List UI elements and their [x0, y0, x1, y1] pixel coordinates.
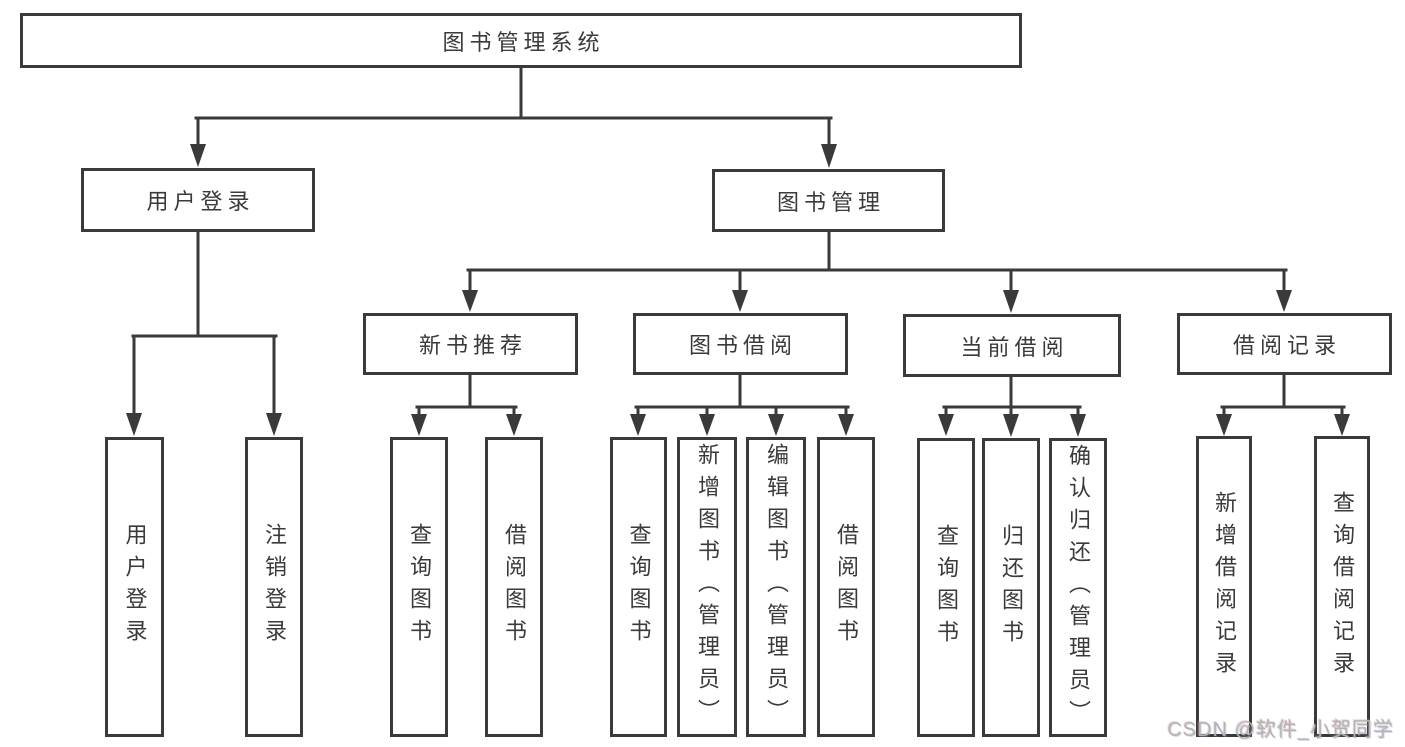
leaf-add-borrow-record: 新增借阅记录 — [1196, 436, 1252, 737]
leaf-query-books-current: 查询图书 — [917, 438, 975, 737]
leaf-borrow-books: 借阅图书 — [817, 437, 875, 737]
leaf-edit-book-admin: 编辑图书（管理员） — [746, 437, 806, 737]
node-new-book-recommend: 新书推荐 — [363, 313, 578, 375]
leaf-query-books-recommend: 查询图书 — [390, 437, 448, 737]
leaf-return-books: 归还图书 — [982, 438, 1040, 737]
node-book-borrowing: 图书借阅 — [633, 313, 848, 375]
connector-spines — [131, 66, 1346, 409]
leaf-query-borrow-record: 查询借阅记录 — [1314, 436, 1370, 737]
node-user-login: 用户登录 — [81, 168, 315, 232]
leaf-logout: 注销登录 — [245, 437, 303, 737]
node-library-management-system: 图书管理系统 — [20, 13, 1022, 68]
leaf-query-books-borrowing: 查询图书 — [610, 437, 667, 737]
leaf-add-book-admin: 新增图书（管理员） — [677, 437, 737, 737]
leaf-confirm-return-admin: 确认归还（管理员） — [1049, 438, 1107, 737]
arrowheads — [126, 144, 1350, 437]
arrow-shafts — [132, 116, 1344, 417]
leaf-borrow-books-recommend: 借阅图书 — [485, 437, 543, 737]
node-current-borrowing: 当前借阅 — [903, 314, 1121, 377]
node-borrowing-records: 借阅记录 — [1177, 313, 1392, 375]
node-book-management: 图书管理 — [712, 169, 945, 232]
leaf-user-login: 用户登录 — [105, 437, 164, 737]
